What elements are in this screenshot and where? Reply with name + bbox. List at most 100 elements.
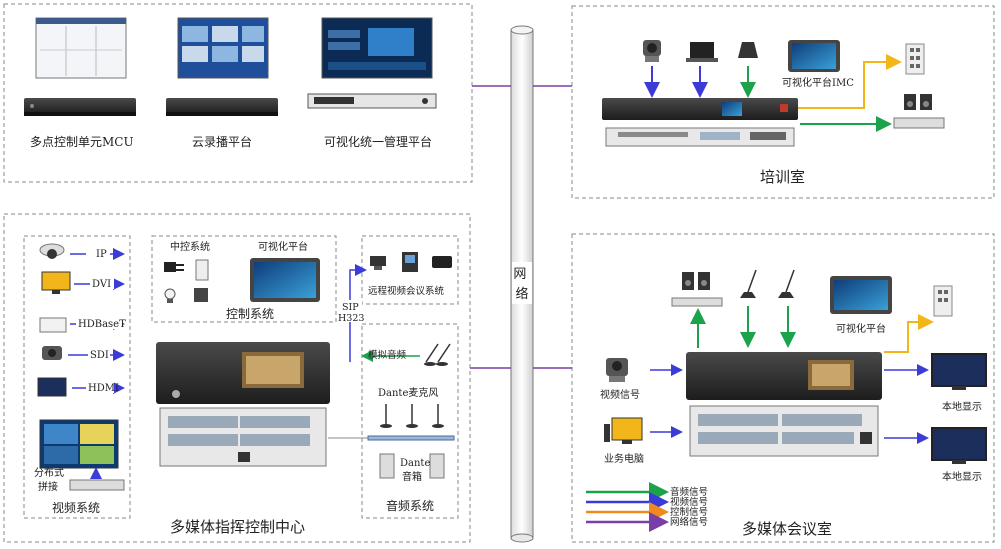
mgmt-platform-screenshot xyxy=(321,17,433,79)
mgmt-device xyxy=(307,93,437,109)
legend-label-3: 控制信号 xyxy=(670,506,708,518)
remote-conf-label: 远程视频会议系统 xyxy=(368,285,445,297)
meeting-speakers-icon xyxy=(671,272,723,307)
hdbaset-box-icon xyxy=(39,317,67,333)
sdi-camera-icon xyxy=(42,346,62,360)
conference-mic-icon xyxy=(738,42,758,58)
splicer-label-line-2: 拼接 xyxy=(38,480,58,493)
hdbaset-label-bg xyxy=(76,318,122,329)
command-center-title: 多媒体指挥控制中心 xyxy=(170,518,305,536)
network-label-char-1: 网 xyxy=(513,267,526,282)
audio-system-title: 音频系统 xyxy=(386,498,434,513)
ip-label-bg xyxy=(86,248,110,259)
sip-label: SIP xyxy=(342,302,359,313)
bulb-icon xyxy=(164,288,176,303)
control-system-frame xyxy=(151,235,337,323)
hdmi-label-bg xyxy=(86,382,114,393)
remote-conf-mobile-icon xyxy=(432,256,452,268)
meeting-main-processor xyxy=(686,352,882,400)
dante-speaker-left-icon xyxy=(379,453,395,479)
video-wall-icon xyxy=(39,419,119,469)
video-signal-label: 视频信号 xyxy=(600,388,640,401)
visual-platform-label: 可视化平台 xyxy=(258,240,308,253)
dante-speaker-label-1: Dante xyxy=(400,458,430,469)
business-pc-icon xyxy=(604,417,643,444)
mgmt-platform-label: 可视化统一管理平台 xyxy=(324,134,432,149)
meeting-room-title: 多媒体会议室 xyxy=(742,520,832,538)
splicer-label-text: 分布式 xyxy=(34,466,64,479)
meeting-mic-2-icon xyxy=(778,269,795,298)
command-back-panel xyxy=(159,407,327,467)
local-display-2-icon xyxy=(931,427,987,464)
hdmi-monitor-icon xyxy=(37,377,67,397)
record-platform-screenshot xyxy=(177,17,269,79)
dante-mic-label: Dante麦克风 xyxy=(378,387,438,399)
remote-conf-phone-icon xyxy=(402,252,418,272)
network-label: 网 络 xyxy=(513,267,530,302)
record-rack-device xyxy=(166,98,278,116)
training-camera-icon xyxy=(643,40,661,62)
dome-camera-icon xyxy=(39,243,65,259)
network-label-bg xyxy=(512,262,532,304)
sip-label-bg xyxy=(338,300,362,322)
splicer-label: 分布式拼接 xyxy=(34,466,64,493)
control-system-title: 控制系统 xyxy=(226,307,274,321)
pc-monitor-icon xyxy=(41,271,71,294)
video-system-title: 视频系统 xyxy=(52,500,100,515)
meeting-back-panel xyxy=(689,405,879,457)
dante-speaker-label-2: 音箱 xyxy=(402,470,422,483)
business-pc-label: 业务电脑 xyxy=(604,452,644,465)
visual-platform-tablet-icon xyxy=(250,258,320,302)
command-main-processor xyxy=(156,342,330,404)
local-display-2-label: 本地显示 xyxy=(942,470,982,483)
command-center-frame xyxy=(3,213,471,543)
dante-bus xyxy=(367,435,455,441)
video-system-frame xyxy=(23,235,131,519)
local-display-1-icon xyxy=(931,353,987,390)
ip-label: IP xyxy=(96,249,107,260)
training-speakers-icon xyxy=(904,94,932,110)
h323-label: H323 xyxy=(338,313,364,324)
mcu-label: 多点控制单元MCU xyxy=(30,135,134,149)
meeting-control-arrow xyxy=(884,314,934,353)
remote-conf-terminal-icon xyxy=(370,256,386,270)
analog-audio-label: 模拟音频 xyxy=(368,349,407,361)
meeting-visual-platform-label: 可视化平台 xyxy=(836,322,886,335)
plug-icon xyxy=(164,262,184,272)
sip-link xyxy=(349,264,367,362)
top-left-frame xyxy=(3,3,473,183)
splicer-device xyxy=(69,479,125,491)
mcu-rack-device xyxy=(24,98,136,116)
analog-mics-icon xyxy=(424,343,451,366)
dante-mics-icon xyxy=(380,404,444,428)
mcu-screenshot xyxy=(35,17,127,79)
imc-label: 可视化平台IMC xyxy=(782,76,854,89)
legend-label-4: 网络信号 xyxy=(670,516,708,528)
local-display-1-label: 本地显示 xyxy=(942,400,982,413)
curtain-icon xyxy=(194,288,208,302)
network-label-char-2: 络 xyxy=(515,286,528,302)
record-platform-label: 云录播平台 xyxy=(192,134,252,149)
meeting-camera-icon xyxy=(606,358,628,382)
laptop-icon xyxy=(686,42,718,62)
meeting-room-frame xyxy=(571,233,995,543)
central-control-label: 中控系统 xyxy=(170,240,210,253)
training-rack-device xyxy=(602,98,798,120)
legend-label-2: 视频信号 xyxy=(670,496,708,508)
training-room-frame xyxy=(571,5,995,199)
sdi-label: SDI xyxy=(90,350,109,361)
legend-label-1: 音频信号 xyxy=(670,486,708,498)
audio-system-frame xyxy=(361,323,459,519)
training-room-title: 培训室 xyxy=(760,168,805,186)
sdi-label-bg xyxy=(88,349,110,360)
meeting-mic-1-icon xyxy=(740,269,757,298)
training-rack-back xyxy=(605,127,795,147)
dvi-label-bg xyxy=(90,278,114,289)
wall-panel-icon xyxy=(905,43,925,75)
meeting-wall-panel-icon xyxy=(933,285,953,317)
dante-speaker-right-icon xyxy=(429,453,445,479)
training-control-arrow xyxy=(798,54,902,109)
training-amplifier-icon xyxy=(893,117,945,129)
hdbaset-label: HDBaseT xyxy=(78,319,126,330)
switch-panel-icon xyxy=(195,259,209,281)
